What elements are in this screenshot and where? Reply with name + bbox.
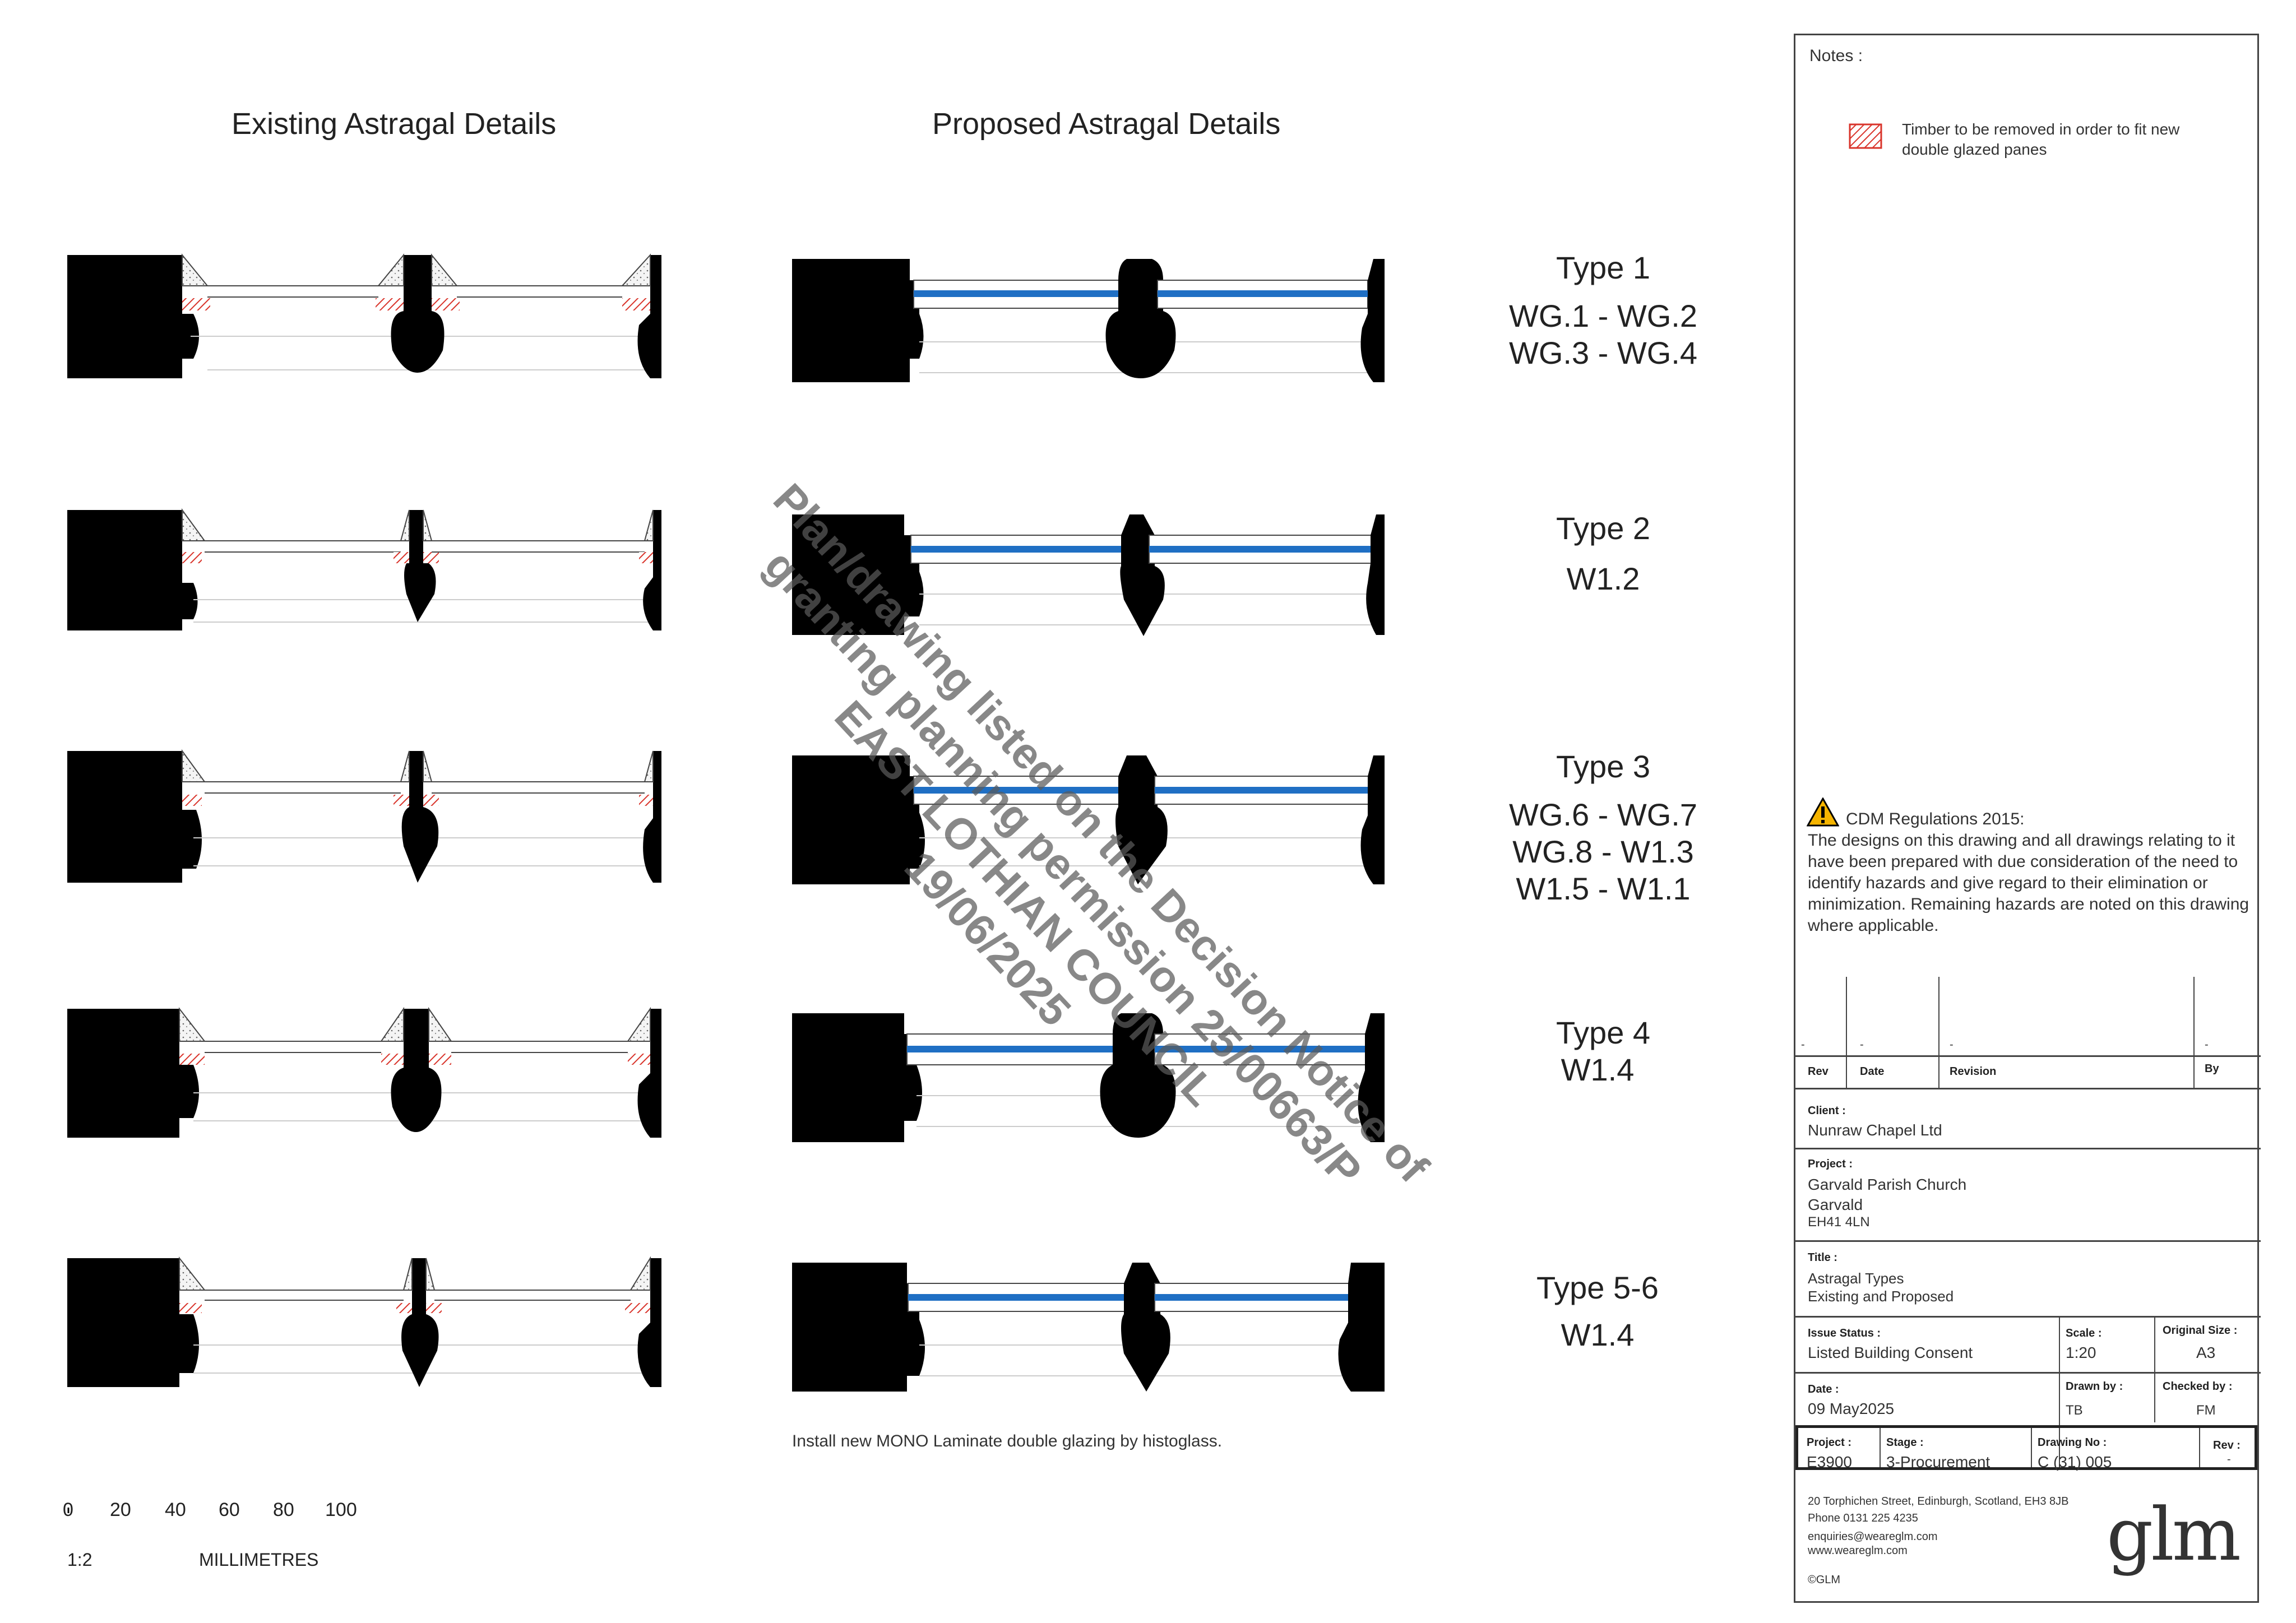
revision-header: Revision <box>1950 1065 1997 1078</box>
type-windows: W1.4 <box>1561 1052 1635 1087</box>
title-line-1: Astragal Types <box>1808 1270 1904 1287</box>
type-2-label: Type 2 W1.2 <box>1485 510 1721 597</box>
type-windows: W1.4 <box>1561 1317 1635 1352</box>
scale-value: 1:20 <box>2066 1344 2096 1361</box>
scale-tick-0: 0 <box>63 1499 73 1520</box>
scale-bar <box>67 1508 70 1513</box>
cdm-body: The designs on this drawing and all draw… <box>1808 831 2249 935</box>
date-header: Date <box>1860 1065 1885 1078</box>
type-windows: W1.5 - W1.1 <box>1516 871 1691 906</box>
proposed-type-5-6 <box>792 1263 1385 1392</box>
scale-tick-20: 20 <box>110 1499 131 1520</box>
project-label: Project : <box>1808 1158 1853 1170</box>
date-value: 09 May2025 <box>1808 1400 1895 1417</box>
project-line-1: Garvald Parish Church <box>1808 1176 1967 1193</box>
install-note: Install new MONO Laminate double glazing… <box>792 1432 1223 1450</box>
cdm-title: CDM Regulations 2015: <box>1846 810 2025 828</box>
client-value: Nunraw Chapel Ltd <box>1808 1121 1942 1139</box>
issue-status-value: Listed Building Consent <box>1808 1344 1973 1361</box>
type-name: Type 5-6 <box>1536 1270 1659 1305</box>
type-windows: WG.6 - WG.7 <box>1509 797 1697 832</box>
scale-ratio: 1:2 <box>67 1550 92 1570</box>
drawn-by-value: TB <box>2066 1403 2083 1418</box>
existing-type-4 <box>67 1007 661 1138</box>
drawn-by-label: Drawn by : <box>2066 1380 2123 1393</box>
scale-tick-40: 40 <box>165 1499 186 1520</box>
removed-timber-swatch <box>1849 123 1882 149</box>
title-block: Notes : Timber to be removed in order to… <box>1794 34 2261 1603</box>
notes-label: Notes : <box>1809 47 1863 65</box>
legend-text: Timber to be removed in order to fit new… <box>1902 120 2180 158</box>
type-windows: WG.3 - WG.4 <box>1509 335 1697 370</box>
proposed-heading: Proposed Astragal Details <box>932 107 1281 141</box>
issue-status-label: Issue Status : <box>1808 1327 1881 1339</box>
project-no-value: E3900 <box>1807 1453 1852 1471</box>
client-label: Client : <box>1808 1105 1846 1117</box>
scale-tick-100: 100 <box>325 1499 357 1520</box>
existing-type-5-6 <box>67 1256 661 1387</box>
original-size-label: Original Size : <box>2163 1324 2238 1337</box>
by-header: By <box>2205 1063 2219 1075</box>
existing-type-1 <box>67 253 661 378</box>
stage-label: Stage : <box>1886 1436 1924 1449</box>
existing-heading: Existing Astragal Details <box>232 107 557 141</box>
type-name: Type 3 <box>1556 749 1651 784</box>
website: www.weareglm.com <box>1808 1545 1908 1557</box>
date-label: Date : <box>1808 1383 1839 1395</box>
warning-icon <box>1807 797 1839 827</box>
date-dash: - <box>1860 1038 1864 1051</box>
project-no-label: Project : <box>1807 1436 1852 1449</box>
glm-logo: glm <box>2107 1492 2241 1577</box>
type-windows: WG.1 - WG.2 <box>1509 298 1697 333</box>
rev-value: - <box>2227 1453 2231 1466</box>
rev-dash: - <box>1801 1038 1805 1051</box>
proposed-type-2 <box>792 514 1385 636</box>
drawing-no-value: C (31) 005 <box>2038 1453 2112 1471</box>
revision-dash: - <box>1950 1038 1954 1051</box>
type-4-label: Type 4 W1.4 <box>1485 1014 1721 1088</box>
drawing-no-label: Drawing No : <box>2038 1436 2107 1449</box>
type-1-label: Type 1 WG.1 - WG.2 WG.3 - WG.4 <box>1485 249 1721 372</box>
scale-unit: MILLIMETRES <box>199 1550 319 1570</box>
scale-tick-60: 60 <box>219 1499 240 1520</box>
existing-type-3 <box>67 749 661 883</box>
type-windows: W1.2 <box>1566 561 1640 596</box>
project-line-3: EH41 4LN <box>1808 1214 1870 1230</box>
checked-by-value: FM <box>2196 1403 2216 1418</box>
proposed-type-4 <box>792 1013 1385 1142</box>
by-dash: - <box>2205 1038 2209 1051</box>
title-line-2: Existing and Proposed <box>1808 1288 1954 1305</box>
rev-header: Rev <box>1808 1065 1829 1078</box>
stage-value: 3-Procurement <box>1886 1453 1991 1471</box>
rev-label: Rev : <box>2213 1439 2241 1452</box>
email: enquiries@weareglm.com <box>1808 1531 1938 1543</box>
original-size-value: A3 <box>2196 1344 2216 1361</box>
address: 20 Torphichen Street, Edinburgh, Scotlan… <box>1808 1495 2069 1508</box>
astragal-drawings <box>67 253 1385 1513</box>
type-name: Type 1 <box>1556 250 1651 285</box>
project-line-2: Garvald <box>1808 1196 1863 1213</box>
type-windows: WG.8 - W1.3 <box>1512 834 1694 869</box>
scale-tick-80: 80 <box>273 1499 294 1520</box>
drawing-number-box <box>1795 1425 2257 1470</box>
title-label: Title : <box>1808 1251 1837 1264</box>
copyright: ©GLM <box>1808 1574 1841 1586</box>
type-name: Type 4 <box>1556 1015 1651 1050</box>
type-3-label: Type 3 WG.6 - WG.7 WG.8 - W1.3 W1.5 - W1… <box>1485 748 1721 907</box>
type-name: Type 2 <box>1556 511 1651 546</box>
proposed-type-1 <box>792 259 1385 382</box>
scale-label: Scale : <box>2066 1327 2102 1339</box>
existing-type-2 <box>67 508 661 630</box>
proposed-type-3 <box>792 755 1385 884</box>
phone: Phone 0131 225 4235 <box>1808 1512 1918 1524</box>
type-5-6-label: Type 5-6 W1.4 <box>1480 1269 1715 1353</box>
checked-by-label: Checked by : <box>2163 1380 2233 1393</box>
